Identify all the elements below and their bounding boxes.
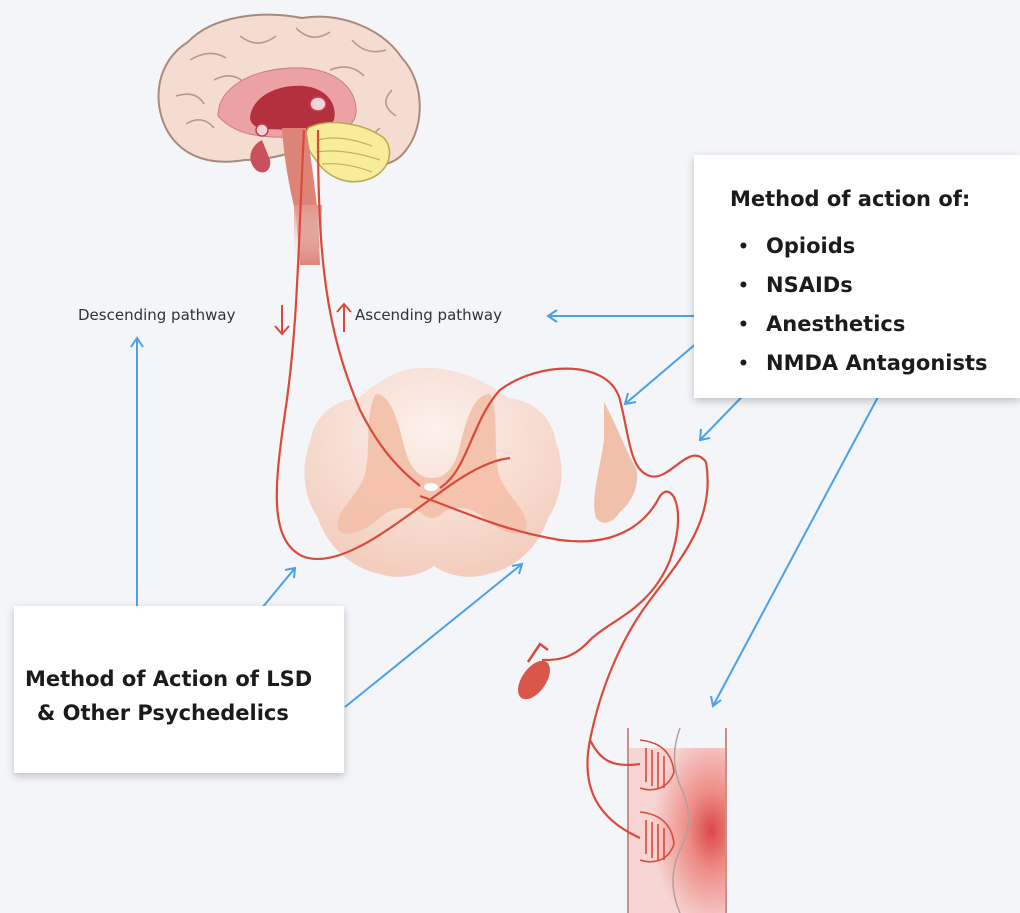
psychedelics-callout: Method of Action of LSD & Other Psychede… (14, 606, 344, 773)
list-item-opioids: •Opioids (738, 227, 988, 266)
ascending-pathway-label: Ascending pathway (355, 306, 502, 324)
list-item-anesthetics: •Anesthetics (738, 305, 988, 344)
ascending-arrow (337, 304, 351, 332)
descending-arrow (275, 305, 289, 334)
opioids-nsaids-callout: Method of action of: •Opioids •NSAIDs •A… (694, 155, 1020, 398)
white-matter (304, 368, 561, 577)
callout-title: Method of Action of LSD & Other Psychede… (25, 662, 312, 730)
arrow-to-descending-label (131, 338, 143, 620)
arrow-to-motor-fiber (345, 564, 522, 707)
callout-title: Method of action of: (730, 187, 970, 211)
bullet-icon: • (738, 345, 766, 383)
arrow-to-skin (711, 382, 886, 706)
bullet-icon: • (738, 306, 766, 344)
muscle-spindle (512, 644, 557, 705)
descending-pathway-label: Descending pathway (78, 306, 236, 324)
brain-illustration (158, 15, 419, 265)
list-item-nmda-antagonists: •NMDA Antagonists (738, 344, 988, 383)
bullet-icon: • (738, 267, 766, 305)
central-canal (424, 483, 438, 491)
arrow-to-dorsal-horn (625, 342, 698, 404)
list-item-nsaids: •NSAIDs (738, 266, 988, 305)
arrow-to-ascending-label (548, 310, 696, 322)
bullet-icon: • (738, 228, 766, 266)
skin-tissue (628, 728, 726, 913)
posterior-horn-fiber (594, 402, 637, 523)
drug-class-list: •Opioids •NSAIDs •Anesthetics •NMDA Anta… (738, 227, 988, 383)
